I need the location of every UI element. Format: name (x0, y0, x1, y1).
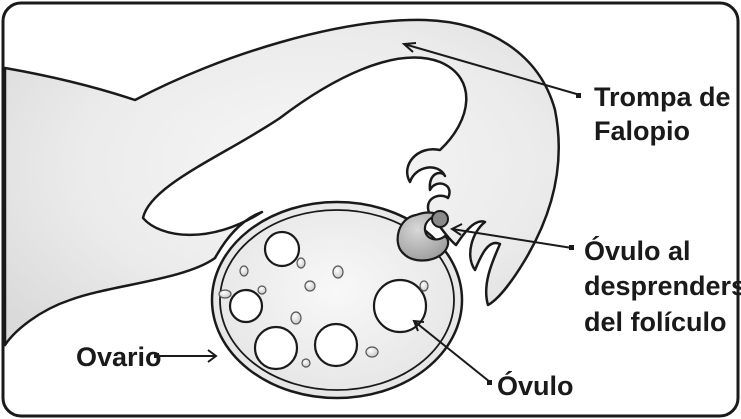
follicle (315, 324, 357, 366)
follicle (265, 232, 299, 266)
follicle (230, 290, 262, 322)
label-ovulo-desprenderse-line3: del folículo (584, 307, 727, 337)
egg-release-pointer-dot (569, 245, 574, 250)
label-trompa-line2: Falopio (594, 116, 690, 146)
egg-pointer-dot (487, 380, 492, 385)
released-egg (432, 211, 448, 227)
label-ovulo: Óvulo (497, 370, 574, 401)
label-ovulo-desprenderse-line1: Óvulo al (584, 235, 691, 266)
label-ovario: Ovario (76, 342, 162, 372)
tube-pointer-dot (576, 93, 581, 98)
label-trompa-line1: Trompa de (594, 82, 731, 112)
label-ovulo-desprenderse-line2: desprenderse (584, 271, 741, 301)
follicle (255, 327, 297, 369)
